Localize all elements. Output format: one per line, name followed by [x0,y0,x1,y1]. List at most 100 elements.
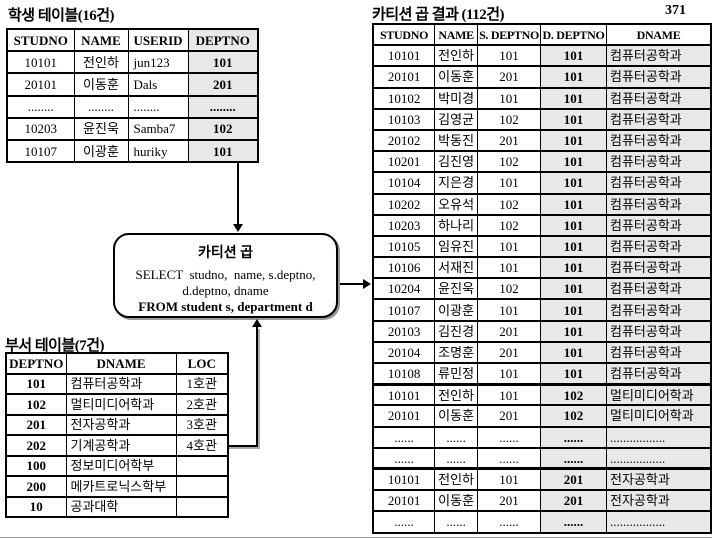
column-header: DEPTNO [5,352,67,375]
sql-select-line2: d.deptno, dname [182,283,269,298]
table-cell: 202 [5,434,67,457]
table-cell: 101 [540,65,607,89]
table-cell: 101 [540,86,607,110]
table-cell: 컴퓨터공학과 [606,128,712,153]
table-cell: 101 [540,213,607,237]
table-cell: 멀티미디어학과 [65,393,177,416]
table-cell: 전인하 [434,44,479,68]
table-row: ................................ [6,94,259,119]
dept-table-title: 부서 테이블(7건) [5,338,105,354]
table-cell: 컴퓨터공학과 [606,319,712,343]
table-cell: 10101 [372,44,436,68]
table-cell: jun123 [127,50,189,75]
table-cell: 컴퓨터공학과 [606,340,712,365]
table-cell: 101 [477,256,542,280]
column-header: S. DEPTNO [477,22,542,47]
table-cell: 전인하 [434,467,479,492]
table-cell: 201 [477,128,542,153]
table-cell: 전인하 [434,382,479,407]
table-cell: 10104 [372,171,436,195]
table-cell: 서재진 [434,256,479,280]
table-cell: 조명훈 [434,340,479,365]
table-cell: 10202 [372,192,436,216]
table-cell: 멀티미디어학과 [606,404,712,428]
table-cell: ........ [6,94,75,119]
table-cell: 공과대학 [65,495,177,518]
table-cell: 10108 [372,361,436,386]
table-cell: 이광훈 [434,298,479,322]
table-cell: ...... [372,446,436,470]
arrow-dept-to-box-hline [227,445,258,447]
table-cell: 컴퓨터공학과 [606,298,712,322]
table-cell: 김진경 [434,319,479,343]
table-cell: 박미경 [434,86,479,110]
table-cell: 전인하 [73,50,129,75]
table-cell: 100 [5,454,67,477]
table-cell: 10107 [6,138,75,164]
column-header: USERID [127,27,189,53]
column-header: DNAME [65,352,177,375]
table-cell: ...... [540,425,607,449]
result-table-title: 카티션 곱 결과 (112건) [372,7,505,23]
table-cell: 류민정 [434,361,479,386]
table-cell: ................. [606,425,712,449]
table-cell: 임유진 [434,234,479,259]
table-cell: 101 [477,361,542,386]
table-cell: Dals [127,72,189,97]
sql-select-line: SELECT studno, name, s.deptno, [135,267,316,282]
table-cell: 101 [540,171,607,195]
table-cell: 101 [540,277,607,301]
table-cell: 101 [540,234,607,259]
table-cell: 4호관 [175,434,229,457]
table-cell: 윤진욱 [434,277,479,301]
table-cell: 10203 [372,213,436,237]
table-cell: ...... [540,510,607,534]
table-cell: 10101 [372,382,436,407]
table-cell: 김영균 [434,107,479,131]
table-cell: 10204 [372,277,436,301]
table-cell: ................. [606,510,712,534]
table-cell: 컴퓨터공학과 [606,234,712,259]
table-cell: 20101 [372,404,436,428]
table-cell: 20103 [372,319,436,343]
table-cell: ........ [73,94,129,119]
table-cell: 101 [5,372,67,395]
table-cell: 201 [477,404,542,428]
table-cell: 20101 [372,489,436,513]
table-cell: 101 [540,298,607,322]
table-cell: ...... [434,446,479,470]
column-header: LOC [175,352,229,375]
table-cell: 101 [540,340,607,365]
table-cell: 전자공학과 [606,489,712,513]
table-cell: ...... [477,510,542,534]
table-cell: 컴퓨터공학과 [606,65,712,89]
table-cell: 컴퓨터공학과 [606,213,712,237]
table-cell: 201 [5,413,67,436]
table-cell: 102 [187,116,259,141]
column-header: STUDNO [6,27,75,53]
page-number: 371 [665,3,686,18]
table-cell: ...... [434,425,479,449]
table-cell: ...... [372,425,436,449]
table-cell: 김진영 [434,150,479,174]
table-cell: 컴퓨터공학과 [65,372,177,395]
column-header: NAME [73,27,129,53]
table-cell: 10106 [372,256,436,280]
table-cell: Samba7 [127,116,189,141]
table-cell: 컴퓨터공학과 [606,150,712,174]
